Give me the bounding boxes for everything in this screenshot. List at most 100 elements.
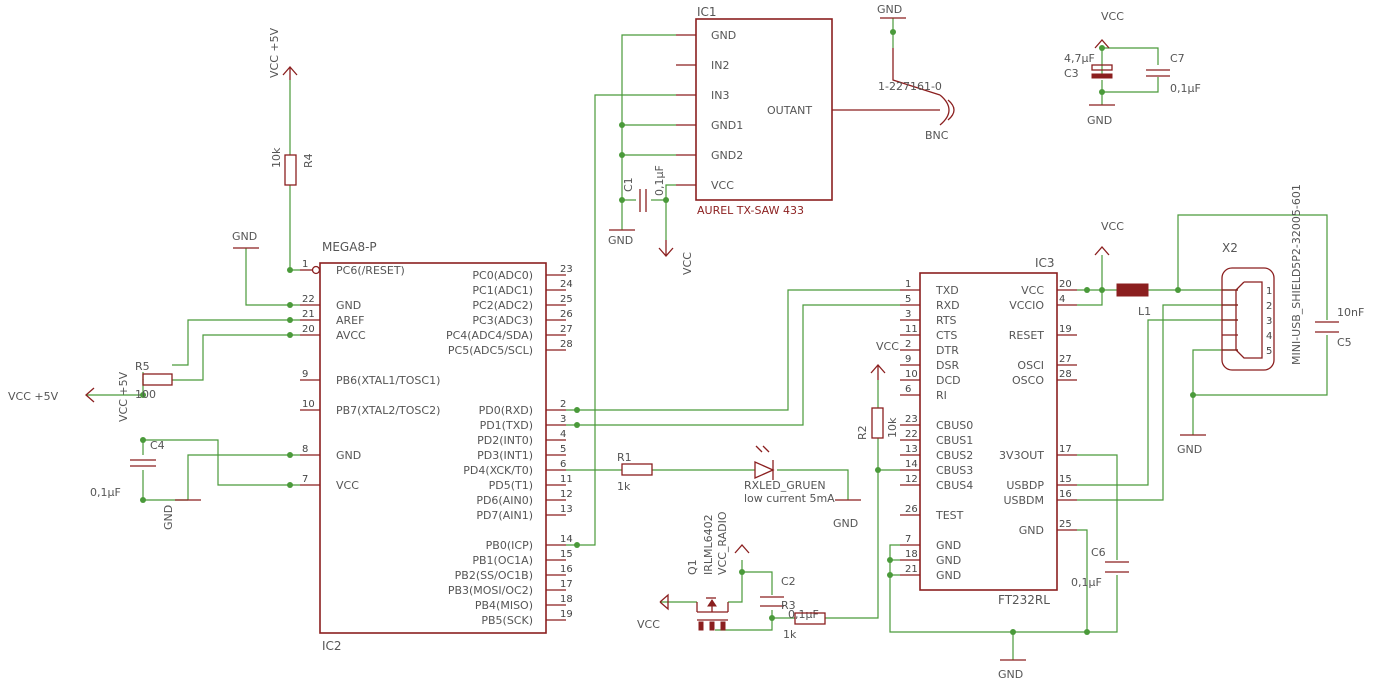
supply-symbols: VCC +5V GND VCC +5V VCC +5V GND GND VCC … (8, 3, 1206, 681)
ic2-pin-name: AVCC (336, 329, 366, 342)
junction (1099, 89, 1105, 95)
gnd-label: GND (833, 517, 858, 530)
ic2-pin-name: PC4(ADC4/SDA) (446, 329, 533, 342)
ic3-pin-name: CBUS2 (936, 449, 973, 462)
ic2-pin-number: 3 (560, 414, 566, 425)
ic2-pin-name: PB0(ICP) (486, 539, 533, 552)
junction (287, 332, 293, 338)
junctions (140, 29, 1196, 635)
ic2-pin-number: 1 (302, 259, 308, 270)
ic2-pin-number: 12 (560, 489, 573, 500)
c7-ref: C7 (1170, 52, 1185, 65)
junction (1010, 629, 1016, 635)
net-vcc7 (142, 439, 300, 486)
gnd-label: GND (1087, 114, 1112, 127)
c4-ref: C4 (150, 439, 165, 452)
c3-ref: C3 (1064, 67, 1079, 80)
r2-resistor (871, 407, 884, 439)
gnd-label: GND (608, 234, 633, 247)
net-c2-top (741, 560, 773, 595)
ic1-pin-name: VCC (711, 179, 734, 192)
ic3-pin-name: GND (936, 539, 961, 552)
ic1-pin-name: GND2 (711, 149, 743, 162)
ic2-pin-name: PB5(SCK) (481, 614, 533, 627)
ic3-ref: IC3 (1035, 256, 1055, 270)
ic3-pin-name: VCC (1021, 284, 1044, 297)
ic2-pin-number: 7 (302, 474, 308, 485)
ic3-pin-name: DCD (936, 374, 961, 387)
ic2-pin-inverter (311, 265, 321, 275)
ic2-pin-number: 17 (560, 579, 573, 590)
ic1-pin-name: GND (711, 29, 736, 42)
led-note: low current 5mA (744, 492, 835, 505)
ic3-body (919, 272, 1058, 591)
c4-value: 0,1µF (90, 486, 121, 499)
bnc-ref: BNC (925, 129, 949, 142)
vcc5v-top-label: VCC +5V (268, 27, 281, 78)
ic2-pin-number: 9 (302, 369, 308, 380)
r1-ref: R1 (617, 451, 632, 464)
ic2-pin-number: 20 (302, 324, 315, 335)
ic3-pin-name: CBUS4 (936, 479, 973, 492)
ic2-pin-name: PC6(/RESET) (336, 264, 405, 277)
ic3-pin-number: 11 (905, 324, 918, 335)
net-txd (566, 304, 900, 426)
ic2-pin-name: PD4(XCK/T0) (463, 464, 533, 477)
ic3-pin-number: 12 (905, 474, 918, 485)
ic3-pin-name: TEST (935, 509, 964, 522)
ic2-pin-number: 10 (302, 399, 315, 410)
junction (287, 267, 293, 273)
l1-ref: L1 (1138, 305, 1151, 318)
gnd-label: GND (232, 230, 257, 243)
ic3-pin-number: 10 (905, 369, 918, 380)
junction (1099, 287, 1105, 293)
ic2-pin-number: 8 (302, 444, 308, 455)
ic2-pin-name: PD5(T1) (489, 479, 533, 492)
ic2-pin-name: PD3(INT1) (477, 449, 533, 462)
vcc-radio-arrow-icon (734, 544, 750, 554)
junction (619, 122, 625, 128)
ic3-pin-number: 3 (905, 309, 911, 320)
ic2-pin-name: PD2(INT0) (477, 434, 533, 447)
ic3-pin-number: 17 (1059, 444, 1072, 455)
ic2-pin-name: VCC (336, 479, 359, 492)
vcc-label: VCC (1101, 10, 1124, 23)
x2-ref: X2 (1222, 241, 1238, 255)
ic3-pin-name: CBUS1 (936, 434, 973, 447)
q1-pad (720, 621, 726, 631)
ic2-pin-number: 22 (302, 294, 315, 305)
ic1-ref: IC1 (697, 5, 717, 19)
ic3-pin-number: 7 (905, 534, 911, 545)
junction (1084, 629, 1090, 635)
net-q1-s (728, 572, 743, 603)
r4-ref: R4 (302, 153, 315, 168)
c5-value: 10nF (1337, 306, 1364, 319)
net-ic1-gnd (621, 34, 676, 126)
net-avcc (172, 334, 300, 381)
ic2-pin-name: PC0(ADC0) (472, 269, 533, 282)
net-usb5-gnd (1192, 349, 1238, 435)
ic3-pin-name: DSR (936, 359, 959, 372)
net-led-gnd (777, 469, 849, 500)
ic3-pin-number: 2 (905, 339, 911, 350)
junction (1099, 45, 1105, 51)
ic3-pin-name: USBDP (1006, 479, 1044, 492)
vcc-arrow-icon (1094, 246, 1110, 256)
net-aref (172, 319, 300, 366)
ic2-pin-number: 25 (560, 294, 573, 305)
ic3-pin-number: 13 (905, 444, 918, 455)
x2-usb-connector (1221, 267, 1275, 371)
junction (287, 302, 293, 308)
net-r2-cbus3 (877, 438, 900, 471)
vcc5v-side-label: VCC +5V (117, 371, 130, 422)
junction (619, 152, 625, 158)
net-c5-bot (1193, 335, 1328, 396)
ic1-out-label: OUTANT (767, 104, 812, 117)
ic2-pin-number: 5 (560, 444, 566, 455)
ic2-pin-name: PD7(AIN1) (476, 509, 533, 522)
q1-pad (698, 621, 704, 631)
